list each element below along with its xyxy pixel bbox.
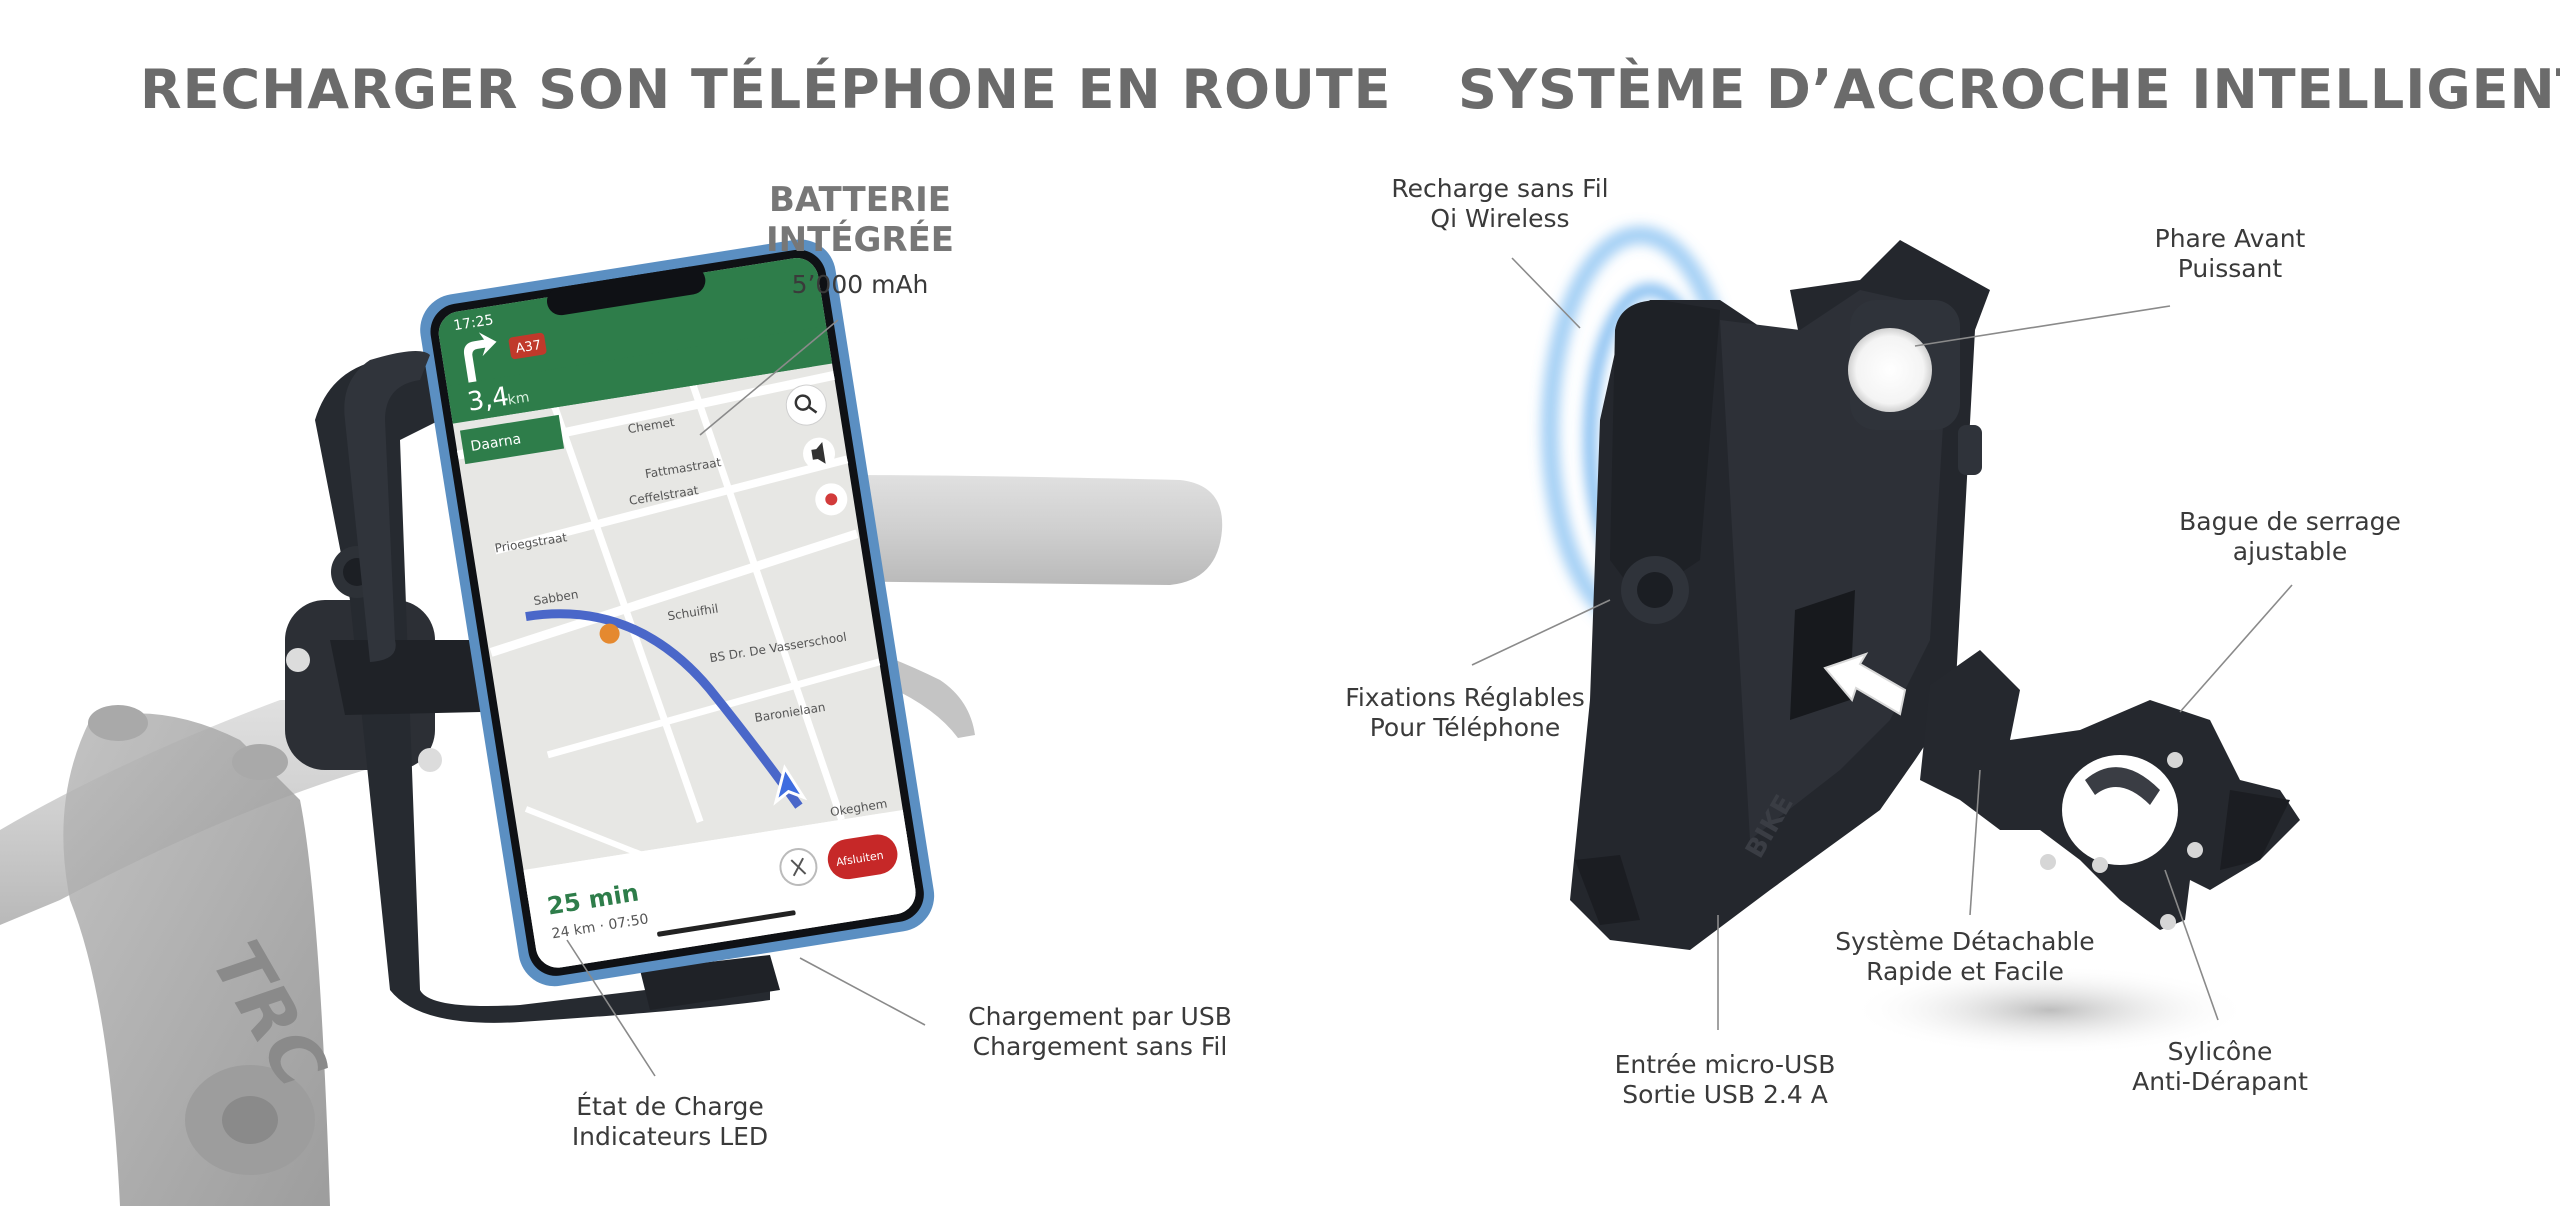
street-chip-text: Daarna: [469, 431, 522, 455]
search-icon[interactable]: [783, 382, 829, 428]
title-right: SYSTÈME D’ACCROCHE INTELLIGENT: [1458, 58, 2560, 121]
map-pin-icon: [599, 623, 620, 644]
usb-charge-label: Chargement par USB Chargement sans Fil: [940, 1002, 1260, 1062]
insert-arrow-icon: [1823, 652, 1907, 716]
headlight-label: Phare Avant Puissant: [2120, 224, 2340, 284]
ground-shadow: [1850, 965, 2250, 1055]
battery-capacity-label: 5’000 mAh: [791, 270, 929, 299]
road-badge-text: A37: [515, 338, 542, 357]
wireless-charge-label-line2: Qi Wireless: [1430, 204, 1570, 233]
headlight-icon: [1848, 300, 1960, 430]
left-product-illustration: TRC: [0, 239, 1223, 1206]
road-badge: [508, 332, 547, 360]
clamp-ring-label-line1: Bague de serrage: [2179, 507, 2401, 536]
anti-slip-label: Sylicône Anti-Dérapant: [2110, 1037, 2330, 1097]
clamp-part: [1920, 650, 2300, 930]
headlight-label-line2: Puissant: [2177, 254, 2283, 283]
holder-front-grip: [344, 351, 430, 662]
detachable-system-label-line1: Système Détachable: [1835, 927, 2095, 956]
end-navigation-button[interactable]: [825, 832, 900, 882]
phone-time: 17:25: [452, 312, 494, 334]
turn-distance: 3,4: [465, 382, 511, 418]
turn-arrow-icon: [463, 332, 497, 383]
battery-label: BATTERIE INTÉGRÉE: [720, 180, 1000, 260]
detachable-system-label: Système Détachable Rapide et Facile: [1825, 927, 2105, 987]
bike-stem: TRC: [0, 700, 400, 1206]
clamp-ring-label: Bague de serrage ajustable: [2155, 507, 2425, 567]
turn-distance-unit: km: [507, 389, 531, 408]
led-label-line2: Indicateurs LED: [571, 1122, 769, 1151]
phone-grips-label-line2: Pour Téléphone: [1369, 713, 1561, 742]
wireless-charge-label: Recharge sans Fil Qi Wireless: [1370, 174, 1630, 234]
callout-lines-right: [1471, 257, 2293, 1030]
headlight-label-line1: Phare Avant: [2154, 224, 2306, 253]
title-left: RECHARGER SON TÉLÉPHONE EN ROUTE: [140, 58, 1392, 121]
usb-charge-label-line1: Chargement par USB: [968, 1002, 1232, 1031]
usb-port-label-line1: Entrée micro-USB: [1614, 1050, 1836, 1079]
usb-port-label: Entrée micro-USB Sortie USB 2.4 A: [1590, 1050, 1860, 1110]
map-view: [456, 370, 881, 906]
navigation-arrow-icon: [773, 764, 808, 806]
phone-grips-label-line1: Fixations Réglables: [1345, 683, 1585, 712]
street-name: Sabben: [532, 587, 579, 608]
detachable-system-label-line2: Rapide et Facile: [1866, 957, 2064, 986]
battery-label-line2: INTÉGRÉE: [765, 220, 955, 260]
callout-lines-left: [566, 319, 926, 1077]
usb-port-label-line2: Sortie USB 2.4 A: [1622, 1080, 1828, 1109]
smartphone: 17:25 3,4 km A37 Daarna Chemet Fattmastr…: [420, 239, 935, 987]
anti-slip-label-line1: Sylicône: [2167, 1037, 2273, 1066]
led-label: État de Charge Indicateurs LED: [540, 1092, 800, 1152]
street-chip: [459, 414, 565, 465]
led-label-line1: État de Charge: [576, 1092, 764, 1121]
phone-grips-label: Fixations Réglables Pour Téléphone: [1335, 683, 1595, 743]
anti-slip-label-line2: Anti-Dérapant: [2132, 1067, 2308, 1096]
battery-label-line1: BATTERIE: [768, 180, 952, 220]
usb-charge-label-line2: Chargement sans Fil: [972, 1032, 1228, 1061]
clamp-ring-label-line2: ajustable: [2232, 537, 2348, 566]
wireless-charge-label-line1: Recharge sans Fil: [1391, 174, 1609, 203]
